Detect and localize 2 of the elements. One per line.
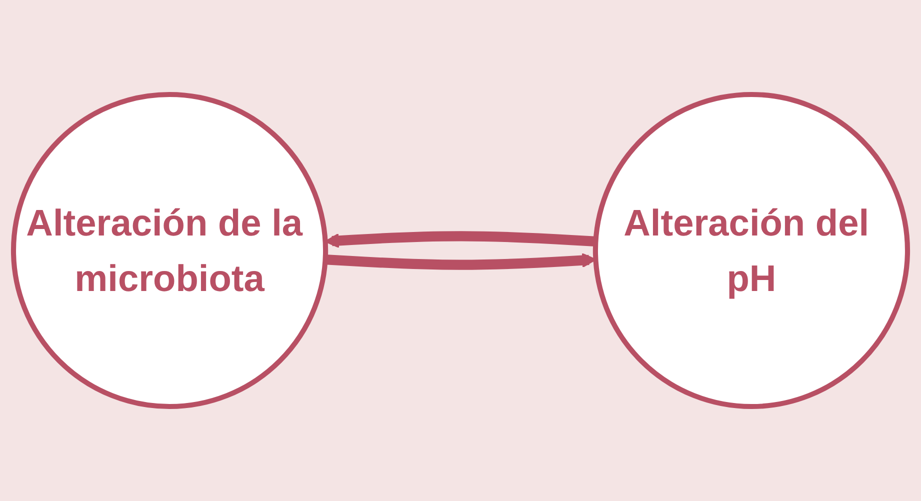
node-circle: Alteración del pH — [592, 92, 910, 410]
node-circle: Alteración de la microbiota — [10, 92, 328, 410]
